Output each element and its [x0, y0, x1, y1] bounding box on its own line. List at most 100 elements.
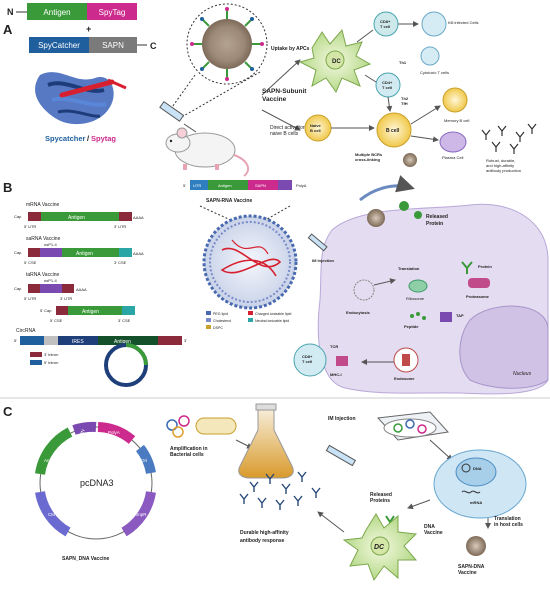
- arrow: [317, 511, 345, 533]
- sapn-rna-antigen: [208, 180, 248, 190]
- killer-cell: [421, 11, 447, 37]
- panel-c: C SAPN PolyA Ori AmpR CMV Antigen pcDNA3…: [3, 403, 527, 582]
- cd8-label: CD8+T cell: [380, 19, 391, 29]
- antibody-icons: [239, 471, 321, 510]
- arrow: [359, 175, 415, 202]
- sarna-nsp: nsP1-4: [44, 242, 57, 247]
- arrow: [364, 74, 377, 83]
- spycatcher-box: [29, 37, 89, 53]
- syringe-icon: [325, 444, 357, 467]
- endosome-cargo: [402, 354, 410, 366]
- tarna-utr3: [62, 284, 74, 293]
- circrna-title: CircRNA: [16, 328, 36, 334]
- sapn-rna-utr: [190, 180, 208, 190]
- plasma-cell: [439, 131, 467, 153]
- sarna-polya: AAAA: [133, 251, 144, 256]
- sarna-nsp-block: [40, 248, 62, 257]
- plasmid-antigen: Antigen: [44, 458, 60, 463]
- mrna-utr5: [28, 212, 41, 221]
- protein-icon: [461, 261, 473, 274]
- ribosome-label: Ribosome: [406, 296, 425, 301]
- plus-sign: +: [86, 24, 91, 34]
- intron5-legend: [30, 360, 42, 365]
- zoom-line: [261, 205, 291, 223]
- th1-label: Th1: [399, 60, 407, 65]
- tarna-nsp-block: [40, 284, 62, 293]
- circrna-ires-label: IRES: [72, 339, 84, 345]
- tarna-cap2: 5' Cap: [40, 308, 52, 313]
- spytag-box: [87, 3, 137, 20]
- sarna-cse3-label: 3' CSE: [114, 260, 127, 265]
- dendritic-cell: [342, 513, 418, 582]
- ribosome: [408, 279, 428, 293]
- sapn-dna-particle: [466, 536, 486, 556]
- im-injection-label: IM Injection: [312, 258, 335, 263]
- sarna-cse5-label: 5' CSE: [24, 260, 37, 265]
- endosome-label: Endosome: [394, 376, 415, 381]
- mhc-label: MHC-I: [330, 372, 342, 377]
- tarna-antigen: [68, 306, 122, 315]
- intron5-legend-label: 5' Intron: [44, 360, 58, 365]
- tarna-utr3-label: 3' UTR: [60, 296, 72, 301]
- plasmid-name: pcDNA3: [80, 478, 114, 488]
- mrna-antigen: [41, 212, 119, 221]
- mrna-title: mRNA Vaccine: [26, 202, 59, 208]
- cytotoxic-cell: [420, 46, 440, 66]
- plasmid-polya: PolyA: [108, 430, 120, 435]
- peptide-icons: [410, 312, 426, 320]
- sarna-cse3: [119, 248, 132, 257]
- zoom-line: [169, 74, 196, 111]
- c-mrna-label: mRNA: [470, 500, 482, 505]
- sarna-cap: Cap: [14, 250, 22, 255]
- kill-infected-label: Kill infected Cells: [448, 20, 478, 25]
- arrow: [410, 105, 441, 125]
- virus-particle: [403, 153, 417, 167]
- dc-label: DC: [332, 59, 341, 65]
- mrna-utr3-label: 3' UTR: [114, 224, 126, 229]
- tcr-label: TCR: [330, 344, 338, 349]
- sarna-antigen-label: Antigen: [76, 251, 93, 257]
- cd4-label: CD4+T cell: [382, 80, 393, 90]
- mrna-polya: AAAA: [133, 215, 144, 220]
- legend-cholesterol: Cholesterol: [213, 319, 231, 323]
- syringe-icon: [307, 233, 328, 252]
- mrna-utr5-label: 5' UTR: [24, 224, 36, 229]
- antigen-box-label: Antigen: [43, 8, 70, 17]
- plasmid-sapn: SAPN: [77, 429, 86, 442]
- plasma-label: Plasma Cell: [442, 155, 463, 160]
- tarna-nsp: nsP1-4: [44, 278, 57, 283]
- dna-plasmid: [461, 463, 471, 473]
- arrow: [356, 29, 374, 43]
- vaccine-tube: [376, 411, 449, 441]
- circrna-ires: [58, 336, 98, 345]
- memory-b-cell: [442, 87, 468, 113]
- translation-label: Translation: [398, 266, 420, 271]
- panel-b-label: B: [3, 180, 12, 195]
- magnification-circle: [186, 3, 268, 85]
- cd8-b-label: CD8+T cell: [302, 354, 313, 364]
- endocytosis-label: Endocytosis: [346, 310, 371, 315]
- syringe-icon: [159, 100, 197, 133]
- sapn-rna-5p: 5': [183, 183, 186, 188]
- nucleus: [459, 305, 549, 389]
- mrna-strand: [461, 490, 481, 494]
- sapn-nanoparticle: [190, 7, 264, 81]
- peptide-label: Peptide: [404, 324, 419, 329]
- proteasome: [468, 278, 490, 288]
- mhc-i: [336, 356, 348, 366]
- mrna-utr3: [119, 212, 132, 221]
- cd8-t-cell: [293, 343, 327, 377]
- c-dc-label: DC: [374, 544, 385, 551]
- arrow: [261, 59, 301, 96]
- tarna-cse3-block: [122, 306, 135, 315]
- arrow: [410, 135, 439, 143]
